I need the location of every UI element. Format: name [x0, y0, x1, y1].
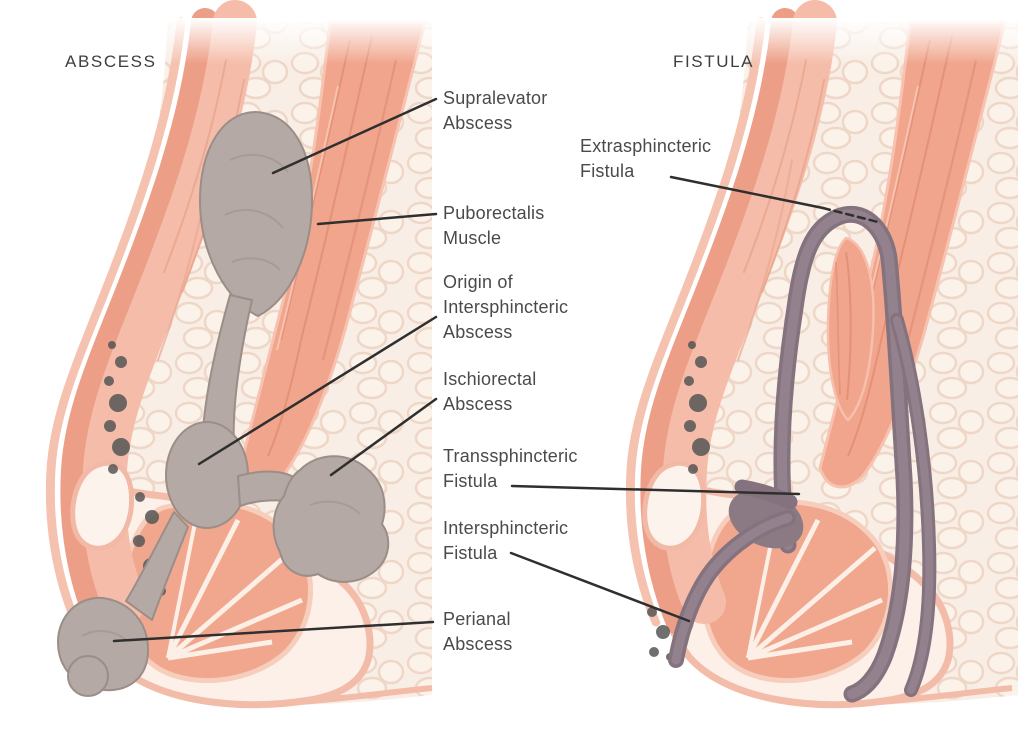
label-line: Origin of: [443, 272, 513, 292]
right-venous-speckles: [647, 341, 710, 661]
left-panel-title: ABSCESS: [65, 52, 157, 71]
label-line: Intersphincteric: [443, 518, 569, 538]
label-line: Puborectalis: [443, 203, 545, 223]
label-ischiorectal-abscess: Ischiorectal Abscess: [443, 367, 536, 417]
right-muscle-sling-finger: [826, 236, 875, 422]
leader-perianal: [112, 620, 435, 643]
label-line: Muscle: [443, 228, 502, 248]
left-bottom-skin-line: [299, 685, 433, 705]
label-line: Abscess: [443, 113, 513, 133]
fistula-tracts: [668, 205, 937, 703]
right-anal-tag: [642, 460, 707, 551]
label-line: Abscess: [443, 634, 513, 654]
leader-lines: [112, 97, 880, 643]
left-abscess-complex: [57, 111, 390, 697]
label-intersphincteric-fistula: Intersphincteric Fistula: [443, 516, 568, 566]
leader-puborectalis: [316, 212, 438, 226]
leader-ischiorectal: [329, 397, 438, 477]
label-perianal-abscess: Perianal Abscess: [443, 607, 512, 657]
label-line: Fistula: [443, 543, 498, 563]
leader-origin-intersphincteric: [197, 315, 438, 466]
label-line: Extrasphincteric: [580, 136, 712, 156]
right-panel-title: FISTULA: [673, 52, 755, 71]
left-panel-abscess-illustration: [45, 0, 433, 709]
leader-supralevator: [271, 97, 438, 175]
label-puborectalis-muscle: Puborectalis Muscle: [443, 201, 544, 251]
label-line: Transsphincteric: [443, 446, 578, 466]
label-line: Perianal: [443, 609, 511, 629]
right-panel-fistula-illustration: [625, 0, 1018, 709]
perianal-abscess-lobe: [67, 655, 109, 697]
label-line: Intersphincteric: [443, 297, 569, 317]
label-supralevator-abscess: Supralevator Abscess: [443, 86, 547, 136]
label-extrasphincteric-fistula: Extrasphincteric Fistula: [580, 134, 711, 184]
label-line: Abscess: [443, 394, 513, 414]
label-line: Fistula: [580, 161, 635, 181]
label-line: Supralevator: [443, 88, 548, 108]
ischiorectal-abscess-shape: [272, 455, 390, 583]
label-transsphincteric-fistula: Transsphincteric Fistula: [443, 444, 578, 494]
leader-transsphincteric: [510, 484, 801, 496]
leader-extrasphincteric-solid: [669, 175, 825, 210]
intersphincteric-origin-shape: [165, 421, 249, 529]
label-line: Abscess: [443, 322, 513, 342]
right-bottom-skin-line: [879, 685, 1013, 705]
left-anal-tag: [70, 460, 135, 551]
label-line: Ischiorectal: [443, 369, 537, 389]
label-line: Fistula: [443, 471, 498, 491]
leader-extrasphincteric-dashed: [821, 206, 880, 224]
label-origin-intersphincteric-abscess: Origin of Intersphincteric Abscess: [443, 270, 568, 345]
leader-intersphincteric: [509, 551, 691, 623]
abscess-lower-tract: [125, 511, 189, 621]
